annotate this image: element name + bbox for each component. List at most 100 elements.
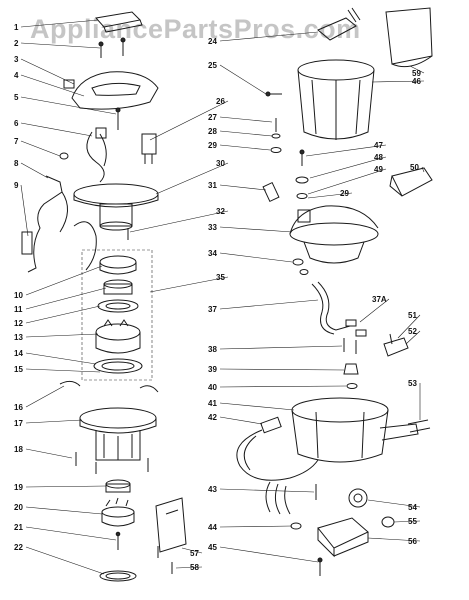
motor-cover-part — [63, 71, 159, 110]
svg-text:42: 42 — [208, 413, 217, 422]
svg-text:3: 3 — [14, 55, 19, 64]
svg-text:31: 31 — [208, 181, 217, 190]
callout-29: 29 — [307, 189, 353, 199]
wire-part-9b — [73, 221, 97, 271]
callout-40: 40 — [208, 383, 347, 392]
motor-part-13 — [95, 319, 141, 354]
svg-text:43: 43 — [208, 485, 217, 494]
svg-text:26: 26 — [216, 97, 225, 106]
callout-12: 12 — [14, 305, 101, 328]
callout-22: 22 — [14, 543, 105, 575]
bracket-part-57 — [155, 497, 187, 553]
svg-text:44: 44 — [208, 523, 217, 532]
svg-text:7: 7 — [14, 137, 19, 146]
callout-16: 16 — [14, 385, 65, 412]
svg-text:59: 59 — [412, 69, 421, 78]
callout-26: 26 — [149, 97, 229, 141]
callout-28: 28 — [208, 127, 273, 137]
svg-text:32: 32 — [216, 207, 225, 216]
svg-text:12: 12 — [14, 319, 23, 328]
switch-part — [141, 133, 157, 164]
callout-7: 7 — [14, 137, 61, 157]
callout-14: 14 — [14, 349, 97, 365]
callout-49: 49 — [307, 165, 387, 195]
svg-text:27: 27 — [208, 113, 217, 122]
callout-37: 37 — [208, 299, 319, 314]
screw-part-58 — [157, 546, 173, 574]
callout-6: 6 — [14, 119, 93, 137]
wires-part-43 — [265, 481, 317, 515]
fan-housing-part-17 — [79, 407, 157, 461]
svg-text:8: 8 — [14, 159, 19, 168]
svg-text:17: 17 — [14, 419, 23, 428]
callout-51: 51 — [397, 311, 421, 339]
callout-19: 19 — [14, 483, 107, 492]
svg-text:40: 40 — [208, 383, 217, 392]
callout-48: 48 — [309, 153, 387, 179]
svg-text:41: 41 — [208, 399, 217, 408]
svg-text:9: 9 — [14, 181, 19, 190]
ring-part-14 — [93, 358, 143, 374]
callout-25: 25 — [208, 61, 267, 95]
callout-18: 18 — [14, 445, 73, 459]
grommet-part-44 — [290, 522, 302, 530]
svg-text:5: 5 — [14, 93, 19, 102]
svg-text:38: 38 — [208, 345, 217, 354]
callout-20: 20 — [14, 503, 103, 515]
svg-text:16: 16 — [14, 403, 23, 412]
clip-part-7 — [59, 152, 69, 160]
svg-text:46: 46 — [412, 77, 421, 86]
svg-text:4: 4 — [14, 71, 19, 80]
svg-text:45: 45 — [208, 543, 217, 552]
callout-55: 55 — [393, 517, 421, 526]
callout-31: 31 — [208, 181, 267, 191]
svg-text:29: 29 — [340, 189, 349, 198]
bearing-part-10 — [99, 255, 137, 275]
callout-41: 41 — [208, 399, 295, 411]
svg-text:28: 28 — [208, 127, 217, 136]
float-part-49 — [296, 193, 308, 199]
svg-text:14: 14 — [14, 349, 23, 358]
washer-part-40 — [346, 383, 358, 389]
svg-text:56: 56 — [408, 537, 417, 546]
callout-17: 17 — [14, 419, 83, 428]
callout-58: 58 — [175, 563, 203, 572]
valve-part-39 — [343, 363, 359, 375]
callout-56: 56 — [367, 537, 421, 546]
callout-38: 38 — [208, 345, 343, 354]
screw-part-45 — [317, 557, 323, 576]
svg-text:33: 33 — [208, 223, 217, 232]
callout-21: 21 — [14, 523, 117, 541]
callout-43: 43 — [208, 485, 315, 494]
svg-text:15: 15 — [14, 365, 23, 374]
callout-8: 8 — [14, 159, 49, 179]
callout-34: 34 — [208, 249, 293, 263]
callout-15: 15 — [14, 365, 101, 374]
wire-harness-part — [86, 127, 107, 183]
callout-35: 35 — [149, 273, 229, 293]
svg-text:50: 50 — [410, 163, 419, 172]
svg-text:29: 29 — [208, 141, 217, 150]
svg-text:37: 37 — [208, 305, 217, 314]
svg-text:19: 19 — [14, 483, 23, 492]
svg-text:52: 52 — [408, 327, 417, 336]
callout-46: 46 — [371, 77, 425, 86]
callout-4: 4 — [14, 71, 85, 97]
svg-text:54: 54 — [408, 503, 417, 512]
float-screw-part-47 — [299, 149, 305, 166]
svg-text:24: 24 — [208, 37, 217, 46]
clip-part-37A — [345, 319, 367, 337]
callout-57: 57 — [181, 547, 203, 558]
washer-part-28 — [271, 133, 281, 139]
drain-part-51 — [383, 333, 409, 357]
callout-42: 42 — [208, 413, 263, 425]
bearing-part-11 — [103, 279, 133, 295]
svg-text:1: 1 — [14, 23, 19, 32]
screw-part-25 — [265, 91, 282, 97]
callout-1: 1 — [14, 19, 99, 32]
screw-part-2 — [98, 41, 104, 58]
callout-2: 2 — [14, 39, 101, 49]
filter-cage-part-46 — [297, 59, 375, 140]
callout-39: 39 — [208, 365, 345, 374]
